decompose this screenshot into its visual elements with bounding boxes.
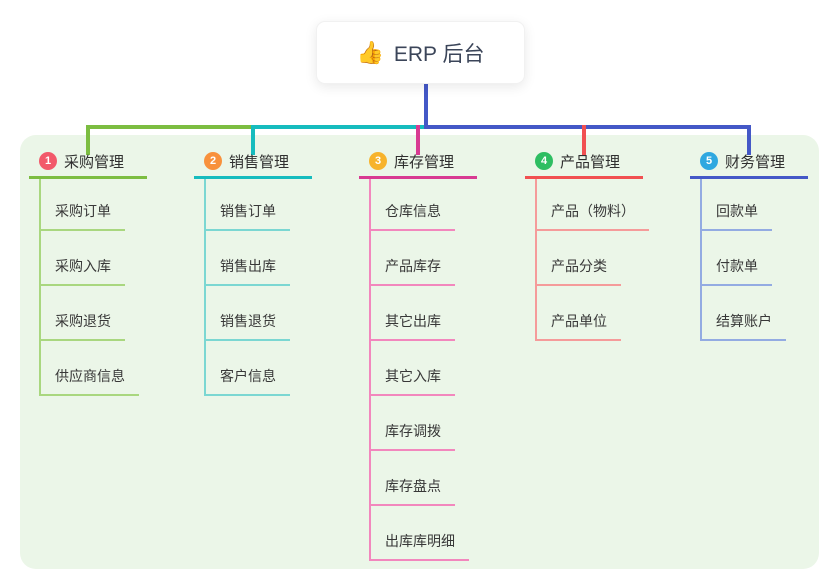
branch-connector-drop [86,125,90,155]
child-label: 供应商信息 [55,368,125,384]
child-node[interactable]: 供应商信息 [39,366,139,396]
branch-underline [29,176,147,179]
root-connector-line [424,82,428,129]
thumbs-up-icon: 👍 [356,39,384,65]
child-node[interactable]: 销售退货 [204,311,290,341]
branch-underline [194,176,312,179]
child-label: 销售出库 [220,258,276,274]
child-label: 采购入库 [55,258,111,274]
branch-spine [535,177,537,341]
child-label: 产品库存 [385,258,441,274]
child-node[interactable]: 付款单 [700,256,772,286]
child-node[interactable]: 产品（物料） [535,201,649,231]
child-node[interactable]: 仓库信息 [369,201,455,231]
branch-label: 销售管理 [229,153,290,171]
child-node[interactable]: 销售出库 [204,256,290,286]
child-node[interactable]: 采购退货 [39,311,125,341]
child-node[interactable]: 其它出库 [369,311,455,341]
branch-number-badge: 4 [535,152,553,170]
child-label: 出库库明细 [385,533,455,549]
connector-segment-left [86,125,253,129]
child-label: 产品（物料） [551,203,635,219]
child-label: 库存调拨 [385,423,441,439]
branch-number-badge: 1 [39,152,57,170]
child-label: 采购订单 [55,203,111,219]
root-title: ERP 后台 [393,42,485,66]
branch-number-badge: 5 [700,152,718,170]
child-label: 采购退货 [55,313,111,329]
child-node[interactable]: 回款单 [700,201,772,231]
branch-header-2[interactable]: 2 销售管理 [194,148,312,174]
child-node[interactable]: 采购订单 [39,201,125,231]
child-label: 产品单位 [551,313,607,329]
child-node[interactable]: 客户信息 [204,366,290,396]
branch-connector-drop [747,125,751,155]
branch-number-badge: 3 [369,152,387,170]
branch-underline [359,176,477,179]
branch-connector-drop [582,125,586,155]
child-label: 销售退货 [220,313,276,329]
child-node[interactable]: 产品库存 [369,256,455,286]
branch-underline [690,176,808,179]
child-label: 库存盘点 [385,478,441,494]
branch-label: 库存管理 [394,153,455,171]
branches-panel [20,135,819,569]
branch-spine [700,177,702,341]
branch-header-1[interactable]: 1 采购管理 [29,148,147,174]
child-label: 产品分类 [551,258,607,274]
child-label: 回款单 [716,203,758,219]
child-node[interactable]: 销售订单 [204,201,290,231]
child-label: 客户信息 [220,368,276,384]
child-label: 仓库信息 [385,203,441,219]
child-label: 付款单 [716,258,758,274]
branch-header-3[interactable]: 3 库存管理 [359,148,477,174]
connector-segment-mid [253,125,424,129]
child-node[interactable]: 出库库明细 [369,531,469,561]
branch-label: 财务管理 [725,153,786,171]
child-node[interactable]: 库存盘点 [369,476,455,506]
branch-connector-drop [416,125,420,155]
branch-header-4[interactable]: 4 产品管理 [525,148,643,174]
child-node[interactable]: 产品分类 [535,256,621,286]
child-label: 结算账户 [716,313,772,329]
branch-label: 产品管理 [560,153,621,171]
branch-spine [204,177,206,396]
child-label: 其它出库 [385,313,441,329]
child-node[interactable]: 采购入库 [39,256,125,286]
child-label: 销售订单 [220,203,276,219]
child-node[interactable]: 其它入库 [369,366,455,396]
branch-label: 采购管理 [64,153,125,171]
child-node[interactable]: 产品单位 [535,311,621,341]
branch-spine [39,177,41,396]
child-node[interactable]: 库存调拨 [369,421,455,451]
root-node[interactable]: 👍 ERP 后台 [316,21,525,84]
branch-spine [369,177,371,561]
child-node[interactable]: 结算账户 [700,311,786,341]
connector-segment-right [424,125,751,129]
branch-underline [525,176,643,179]
child-label: 其它入库 [385,368,441,384]
branch-connector-drop [251,125,255,155]
branch-header-5[interactable]: 5 财务管理 [690,148,808,174]
branch-number-badge: 2 [204,152,222,170]
